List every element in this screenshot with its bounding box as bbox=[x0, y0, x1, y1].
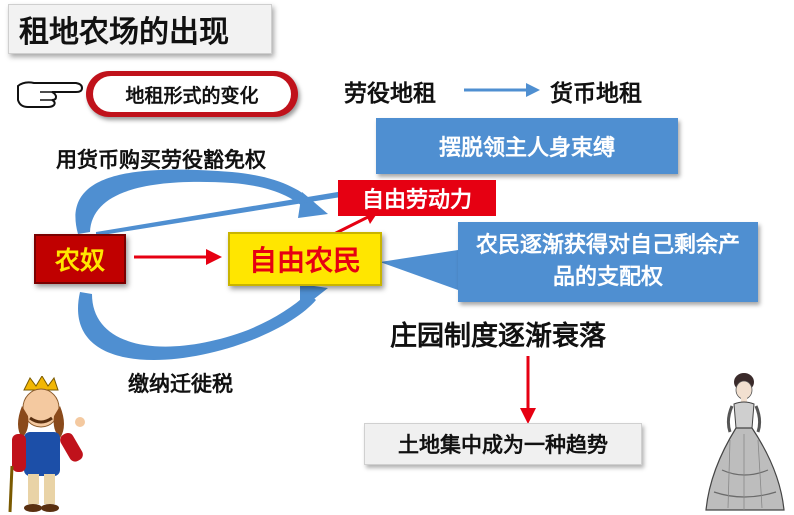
pointing-hand-icon bbox=[17, 81, 84, 108]
lady-figure-icon bbox=[705, 373, 785, 511]
serf-box: 农奴 bbox=[34, 234, 126, 284]
rent-change-label: 地租形式的变化 bbox=[93, 76, 291, 112]
money-rent-text: 货币地租 bbox=[550, 81, 642, 107]
top-arc-label: 用货币购买劳役豁免权 bbox=[56, 148, 266, 172]
manor-decline-text: 庄园制度逐渐衰落 bbox=[390, 321, 606, 352]
land-concentration-box: 土地集中成为一种趋势 bbox=[364, 423, 642, 465]
rent-change-pill: 地租形式的变化 bbox=[86, 71, 298, 117]
free-labor-box: 自由劳动力 bbox=[338, 180, 496, 216]
page-title: 租地农场的出现 bbox=[8, 4, 272, 54]
blue-box-bottom: 农民逐渐获得对自己剩余产品的支配权 bbox=[458, 222, 758, 302]
bottom-curved-arrow bbox=[78, 292, 316, 360]
top-curved-arrow bbox=[75, 169, 317, 234]
blue-box-top: 摆脱领主人身束缚 bbox=[376, 118, 678, 174]
free-peasant-box: 自由农民 bbox=[228, 232, 382, 286]
bottom-arc-label: 缴纳迁徙税 bbox=[128, 372, 233, 396]
rent-arrow bbox=[464, 83, 540, 97]
king-figure-icon bbox=[8, 376, 85, 513]
labor-rent-text: 劳役地租 bbox=[344, 81, 436, 107]
